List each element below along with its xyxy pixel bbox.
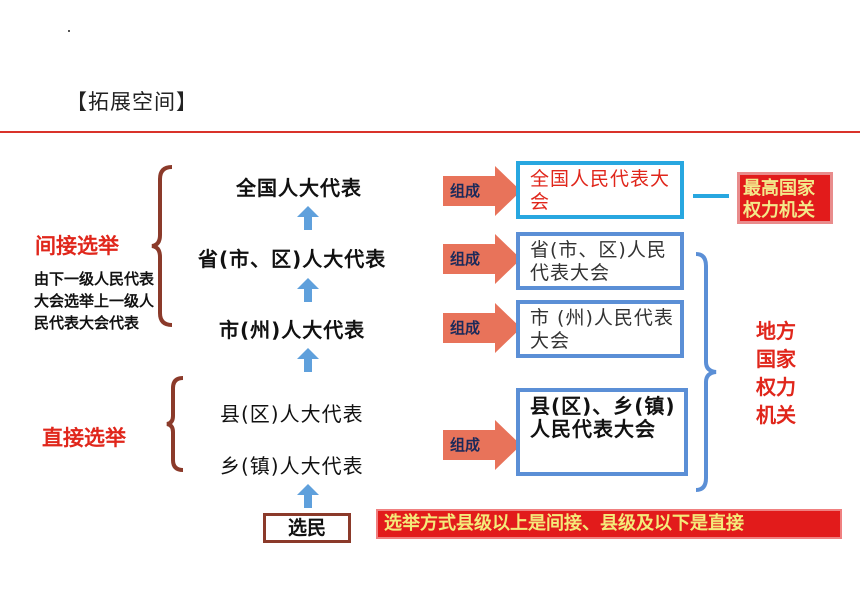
up-arrow-icon (297, 206, 319, 230)
up-arrow-icon (297, 278, 319, 302)
election-method-text: 选举方式县级以上是间接、县级及以下是直接 (384, 513, 744, 534)
election-method-banner: 选举方式县级以上是间接、县级及以下是直接 (376, 509, 842, 539)
dot-mark (68, 30, 70, 32)
level-province: 省(市、区)人大代表 (198, 247, 387, 271)
local-brace (695, 252, 717, 492)
voters-label: 选民 (287, 517, 326, 539)
right-arrow-icon (443, 234, 521, 284)
right-arrow-icon (443, 303, 521, 353)
compose-arrow-city: 组成 (443, 303, 523, 353)
level-city: 市(州)人大代表 (219, 318, 366, 342)
congress-province-label: 省(市、区)人民代表大会 (530, 239, 667, 284)
congress-city-box: 市 (州)人民代表大会 (516, 300, 684, 358)
congress-county-label: 县(区)、乡(镇)人民代表大会 (530, 394, 676, 441)
right-arrow-icon (443, 166, 521, 216)
level-county: 县(区)人大代表 (220, 402, 364, 426)
header-divider (0, 131, 860, 133)
voters-box: 选民 (263, 513, 351, 543)
congress-province-box: 省(市、区)人民代表大会 (516, 232, 684, 290)
congress-national-label: 全国人民代表大会 (530, 168, 671, 213)
supreme-organ-box: 最高国家权力机关 (737, 172, 833, 224)
congress-city-label: 市 (州)人民代表大会 (530, 307, 674, 352)
supreme-organ-label: 最高国家权力机关 (743, 178, 815, 221)
compose-label: 组成 (450, 319, 481, 337)
compose-label: 组成 (450, 182, 481, 200)
supreme-connector (693, 194, 729, 198)
level-township: 乡(镇)人大代表 (220, 454, 364, 478)
compose-label: 组成 (450, 250, 481, 268)
compose-label: 组成 (450, 436, 481, 454)
indirect-brace (151, 165, 173, 327)
compose-arrow-county: 组成 (443, 420, 523, 470)
congress-county-box: 县(区)、乡(镇)人民代表大会 (516, 388, 688, 476)
up-arrow-icon (297, 348, 319, 372)
congress-national-box: 全国人民代表大会 (516, 161, 684, 219)
level-national: 全国人大代表 (236, 176, 362, 200)
indirect-election-label: 间接选举 (35, 234, 119, 258)
up-arrow-icon (297, 484, 319, 508)
right-arrow-icon (443, 420, 521, 470)
direct-brace (166, 376, 184, 472)
compose-arrow-province: 组成 (443, 234, 523, 284)
section-title: 【拓展空间】 (66, 90, 198, 114)
compose-arrow-national: 组成 (443, 166, 523, 216)
direct-election-label: 直接选举 (42, 426, 126, 450)
local-organ-label: 地方国家权力机关 (756, 319, 796, 427)
indirect-election-note: 由下一级人民代表大会选举上一级人民代表大会代表 (34, 270, 155, 332)
